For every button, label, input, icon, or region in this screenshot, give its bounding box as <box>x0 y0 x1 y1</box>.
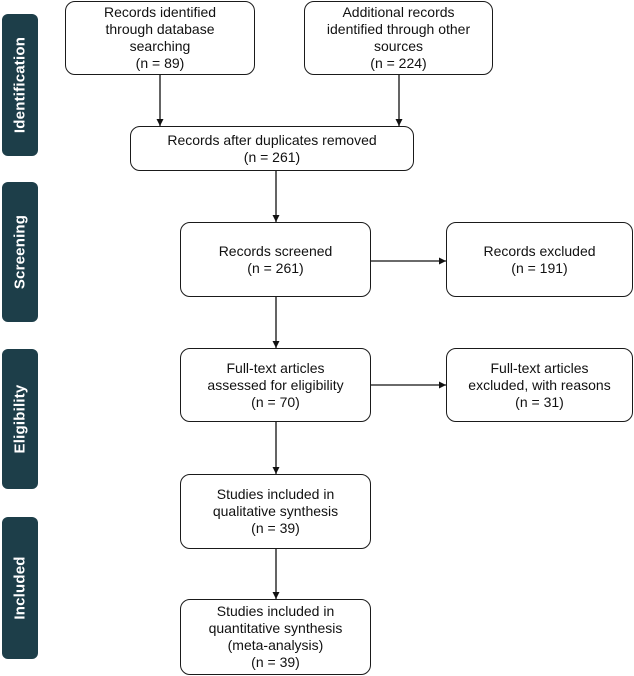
box-qualitative-count: (n = 39) <box>251 520 300 536</box>
box-fulltext-assessed: Full-text articles assessed for eligibil… <box>180 348 371 422</box>
phase-eligibility: Eligibility <box>2 349 38 489</box>
box-qualitative-line: qualitative synthesis <box>212 503 339 519</box>
box-qualitative-synthesis: Studies included in qualitative synthesi… <box>180 474 371 549</box>
box-records-excluded: Records excluded (n = 191) <box>446 222 633 297</box>
box-database-records-line: through database <box>105 21 215 37</box>
box-records-screened: Records screened (n = 261) <box>180 222 371 297</box>
box-quantitative-synthesis: Studies included in quantitative synthes… <box>180 599 371 675</box>
box-after-duplicates-line: Records after duplicates removed <box>167 131 377 148</box>
box-other-sources-count: (n = 224) <box>370 55 427 71</box>
phase-screening: Screening <box>2 182 38 322</box>
box-after-duplicates: Records after duplicates removed (n = 26… <box>130 126 414 171</box>
box-records-excluded-count: (n = 191) <box>511 259 568 276</box>
box-database-records-count: (n = 89) <box>135 55 185 71</box>
box-quantitative-line: (meta-analysis) <box>227 637 324 653</box>
box-fulltext-assessed-line: assessed for eligibility <box>207 376 344 393</box>
box-quantitative-line: Studies included in <box>216 603 335 619</box>
box-database-records-line: searching <box>129 38 191 54</box>
box-database-records: Records identified through database sear… <box>65 1 255 75</box>
phase-identification: Identification <box>2 14 38 156</box>
box-fulltext-assessed-count: (n = 70) <box>251 393 300 410</box>
box-other-sources-line: identified through other <box>326 21 471 37</box>
box-database-records-line: Records identified <box>103 4 217 20</box>
box-fulltext-excluded-count: (n = 31) <box>515 393 564 410</box>
box-quantitative-count: (n = 39) <box>251 654 300 670</box>
box-other-sources-line: Additional records <box>342 4 455 20</box>
box-fulltext-excluded-line: Full-text articles <box>490 359 589 376</box>
box-other-sources-line: sources <box>373 38 424 54</box>
box-records-screened-count: (n = 261) <box>247 259 304 276</box>
box-records-excluded-line: Records excluded <box>483 242 596 259</box>
box-qualitative-line: Studies included in <box>216 486 335 502</box>
box-after-duplicates-count: (n = 261) <box>243 148 301 165</box>
phase-included: Included <box>2 517 38 659</box>
box-records-screened-line: Records screened <box>218 242 333 259</box>
box-fulltext-excluded: Full-text articles excluded, with reason… <box>446 348 633 422</box>
box-fulltext-excluded-line: excluded, with reasons <box>468 376 611 393</box>
box-quantitative-line: quantitative synthesis <box>208 620 343 636</box>
box-other-sources-records: Additional records identified through ot… <box>304 1 493 75</box>
box-fulltext-assessed-line: Full-text articles <box>226 359 325 376</box>
